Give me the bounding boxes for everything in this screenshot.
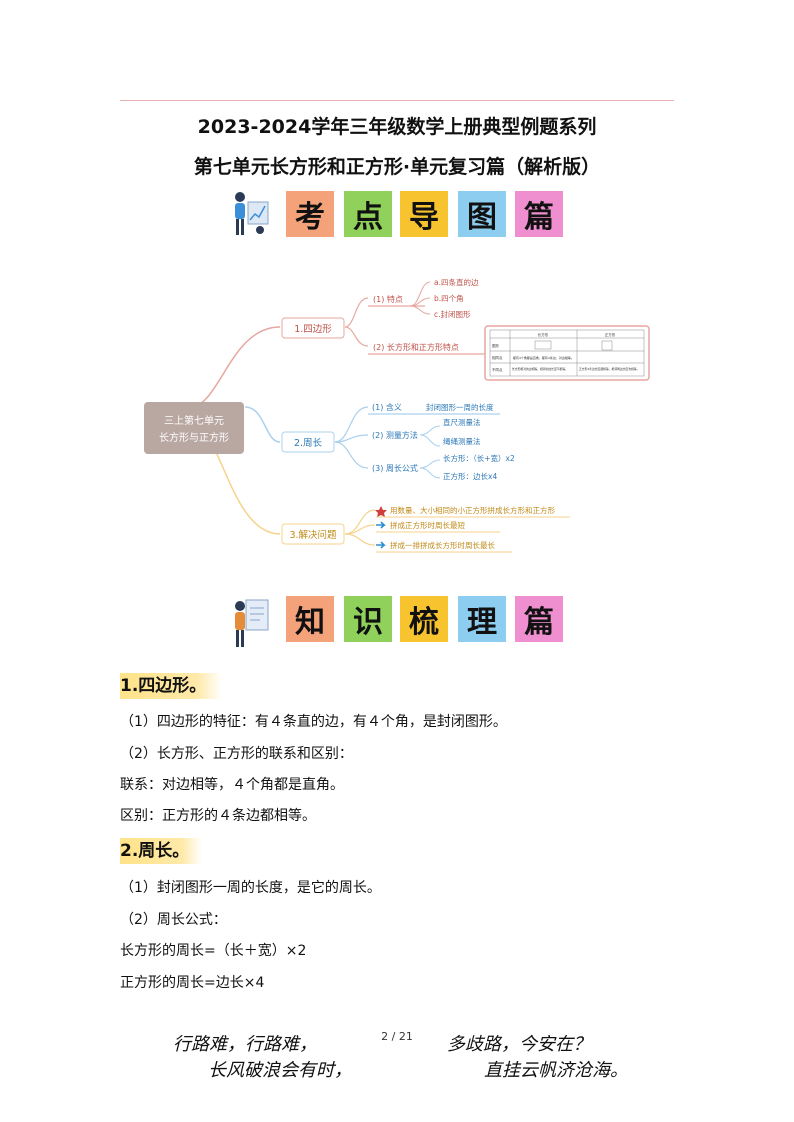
arrow-right-icon [376, 521, 386, 529]
mind-table-rowhead: 相同点 [492, 355, 503, 360]
section2-line: （1）封闭图形一周的长度，是它的周长。 [120, 880, 381, 896]
mind-root-line1: 三上第七单元 [164, 414, 224, 427]
section1-line: （2）长方形、正方形的联系和区别： [120, 746, 353, 762]
mind-table-rowhead: 图形 [492, 343, 500, 348]
page-title: 2023-2024学年三年级数学上册典型例题系列 [197, 116, 597, 138]
mind-branch-quadrilateral: 1.四边形 [294, 323, 332, 335]
mind-b3-item: 用数量、大小相同的小正方形拼成长方形和正方形 [390, 505, 555, 515]
footer-poem: 长风破浪会有时， [208, 1060, 352, 1081]
mind-branch-problem-solving: 3.解决问题 [289, 529, 337, 541]
section1-line: 联系：对边相等，４个角都是直角。 [120, 777, 344, 793]
section1-line: （1）四边形的特征：有４条直的边，有４个角，是封闭图形。 [120, 714, 507, 730]
mind-b2-meaning-item: 封闭图形一周的长度 [426, 402, 494, 412]
mind-b1-rect-square: (2) 长方形和正方形特点 [373, 342, 459, 352]
mind-table-cell: 长方形相对的边相等，相邻的边长度不相等。 [512, 367, 568, 371]
mind-table-cell: 都有4个角都是直角，都有4条边，对边相等。 [513, 355, 574, 360]
footer-poem: 多歧路，今安在？ [447, 1034, 591, 1055]
section2-line: （2）周长公式： [120, 912, 227, 928]
banner1-tile-3: 导 [400, 191, 448, 237]
mind-b2-measure-item: 绳绳测量法 [443, 436, 481, 446]
banner2-tile-1: 知 [286, 596, 334, 642]
banner2-tile-4: 理 [458, 596, 506, 642]
mind-b2-meaning: (1) 含义 [372, 402, 402, 412]
footer-poem: 直挂云帆济沧海。 [484, 1060, 628, 1081]
mind-b3-item: 拼成正方形时周长最短 [390, 520, 465, 530]
banner1-tile-5: 篇 [515, 191, 563, 237]
mind-b3-item: 拼成一排拼成长方形时周长最长 [390, 540, 495, 550]
footer-poem: 行路难，行路难， [173, 1034, 317, 1055]
mind-table-header: 长方形 [538, 332, 549, 337]
banner1-tile-1: 考 [286, 191, 334, 237]
section-heading-perimeter: 2.周长。 [120, 838, 202, 864]
arrow-right-icon [376, 541, 386, 549]
mind-map: 三上第七单元 长方形与正方形 1.四边形 (1) 特点 a.四条直的边 b.四个… [144, 277, 650, 553]
presenter-icon [235, 192, 269, 235]
mind-root-line2: 长方形与正方形 [159, 431, 229, 444]
banner1-tile-4: 图 [458, 191, 506, 237]
mind-b1-item: a.四条直的边 [434, 277, 479, 287]
mind-b2-measure: (2) 测量方法 [372, 430, 418, 440]
banner1-tile-2: 点 [344, 191, 392, 237]
section1-line: 区别：正方形的４条边都相等。 [120, 808, 316, 824]
mind-table-rowhead: 不同点 [492, 367, 503, 372]
presenter-icon [235, 599, 269, 647]
mind-b2-formula-item: 长方形：（长+宽）x2 [443, 453, 515, 463]
banner2-tile-2: 识 [344, 596, 392, 642]
mind-b1-item: b.四个角 [434, 293, 464, 303]
mind-table-header: 正方形 [605, 332, 616, 337]
section2-line: 长方形的周长=（长＋宽）×2 [120, 943, 307, 959]
header-rule [120, 100, 674, 101]
mind-b1-features: (1) 特点 [373, 294, 403, 304]
star-icon [375, 506, 387, 517]
mind-b2-formula-item: 正方形：边长x4 [443, 471, 497, 481]
section-heading-quadrilateral: 1.四边形。 [120, 673, 222, 699]
page-subtitle: 第七单元长方形和正方形·单元复习篇（解析版） [193, 156, 601, 178]
banner2-tile-5: 篇 [515, 596, 563, 642]
section2-line: 正方形的周长=边长×4 [120, 975, 265, 991]
mind-b1-item: c.封闭图形 [434, 309, 471, 319]
banner2-tile-3: 梳 [400, 596, 448, 642]
page-number: 2 / 21 [381, 1030, 413, 1043]
mind-b2-formula: (3) 周长公式 [372, 463, 418, 473]
mind-b2-measure-item: 直尺测量法 [443, 417, 481, 427]
mind-branch-perimeter: 2.周长 [294, 437, 323, 449]
mind-table-cell: 正方形4条边长度都相等，相邻两边长度也相等。 [579, 367, 640, 371]
